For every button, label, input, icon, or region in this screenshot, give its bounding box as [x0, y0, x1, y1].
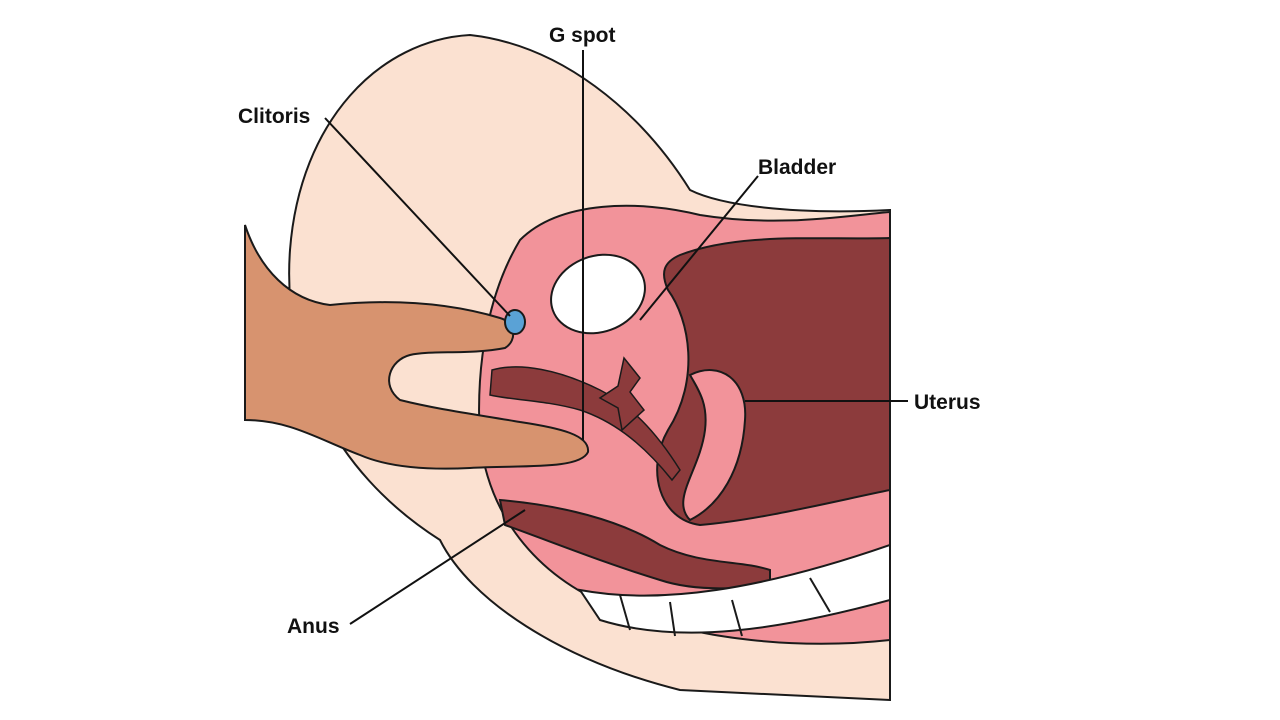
label-anus: Anus: [287, 616, 340, 637]
label-clitoris: Clitoris: [238, 106, 310, 127]
label-g-spot: G spot: [549, 25, 616, 46]
label-bladder: Bladder: [758, 157, 836, 178]
label-uterus: Uterus: [914, 392, 981, 413]
